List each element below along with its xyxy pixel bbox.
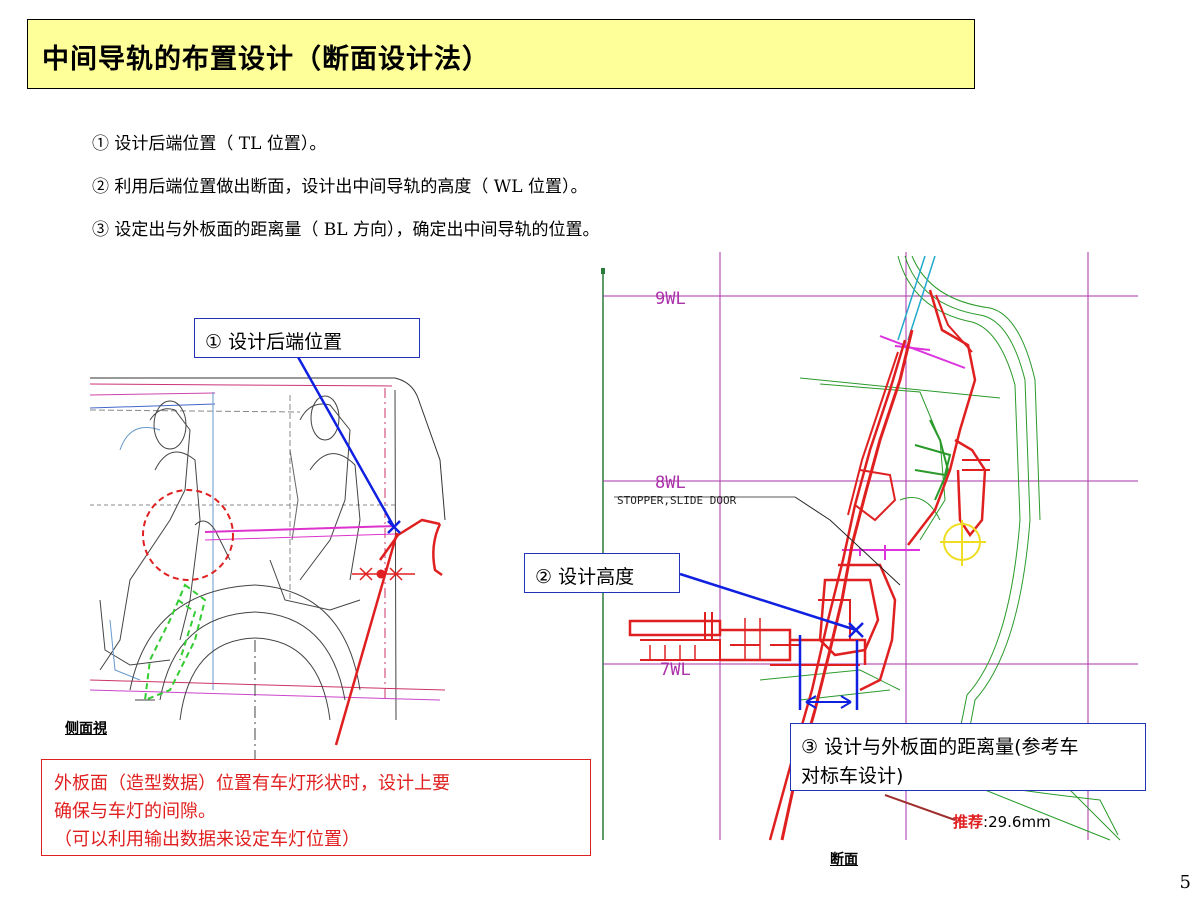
lamp-clearance-note: 外板面（造型数据）位置有车灯形状时，设计上要 确保与车灯的间隙。 （可以利用输出…	[41, 759, 591, 856]
step-1: ① 设计后端位置（ TL 位置）。	[92, 134, 327, 154]
callout-height: ② 设计高度	[524, 553, 680, 593]
wl8-label: 8WL	[655, 473, 686, 493]
step-2: ② 利用后端位置做出断面，设计出中间导轨的高度（ WL 位置）。	[92, 177, 588, 197]
recommend-value: 推荐:29.6mm	[953, 811, 1051, 832]
callout-distance: ③ 设计与外板面的距离量(参考车 对标车设计)	[790, 723, 1146, 791]
title-banner: 中间导轨的布置设计（断面设计法）	[27, 19, 975, 89]
note-line-2: 确保与车灯的间隙。	[54, 801, 216, 822]
page-number: 5	[1179, 872, 1191, 893]
callout-distance-line1: ③ 设计与外板面的距离量(参考车	[801, 736, 1079, 758]
step-3: ③ 设定出与外板面的距离量（ BL 方向），确定出中间导轨的位置。	[92, 220, 600, 240]
note-line-1: 外板面（造型数据）位置有车灯形状时，设计上要	[54, 773, 450, 794]
side-view-caption: 侧面視	[65, 721, 107, 737]
callout-distance-line2: 对标车设计)	[801, 765, 904, 787]
page-title: 中间导轨的布置设计（断面设计法）	[42, 44, 490, 75]
callout-rear-end: ① 设计后端位置	[194, 318, 420, 358]
callout-rear-end-text: ① 设计后端位置	[205, 331, 343, 353]
side-view-drawing	[89, 356, 446, 760]
section-caption: 断面	[830, 852, 858, 868]
wl9-label: 9WL	[655, 289, 686, 309]
recommend-label: 推荐	[953, 813, 984, 831]
recommend-number: :29.6mm	[983, 813, 1051, 831]
wl7-label: 7WL	[660, 660, 691, 680]
callout-height-text: ② 设计高度	[535, 566, 635, 588]
stopper-label: STOPPER,SLIDE DOOR	[617, 494, 737, 507]
note-line-3: （可以利用输出数据来设定车灯位置）	[54, 829, 360, 850]
